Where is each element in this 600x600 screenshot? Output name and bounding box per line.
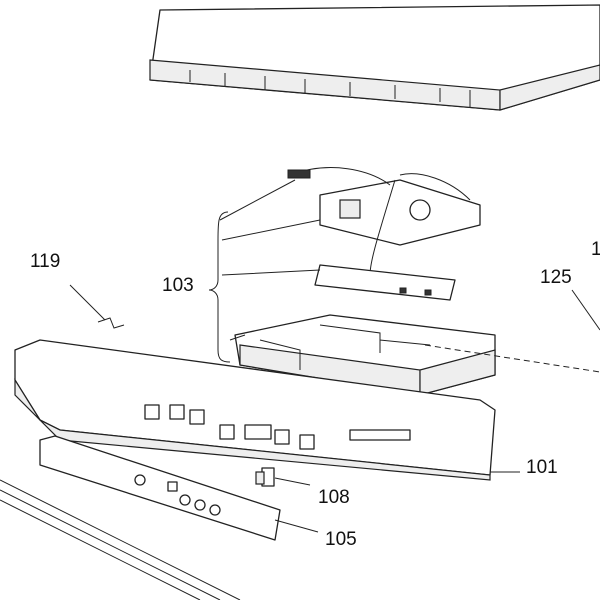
callout-108: 108 (318, 487, 350, 508)
door-edge (0, 479, 241, 600)
control-board-part (287, 167, 481, 276)
callout-119: 119 (30, 251, 61, 272)
knob-part (255, 467, 311, 487)
callout-105: 105 (325, 529, 357, 550)
callout-103: 103 (162, 275, 194, 296)
panel-105-part (39, 435, 319, 541)
display-board-part (314, 264, 456, 301)
callout-125: 125 (540, 267, 572, 288)
top-panel-part (149, 4, 600, 111)
callout-101: 101 (526, 457, 558, 478)
front-console-part (14, 339, 496, 481)
callout-cut: 1 (591, 239, 600, 260)
